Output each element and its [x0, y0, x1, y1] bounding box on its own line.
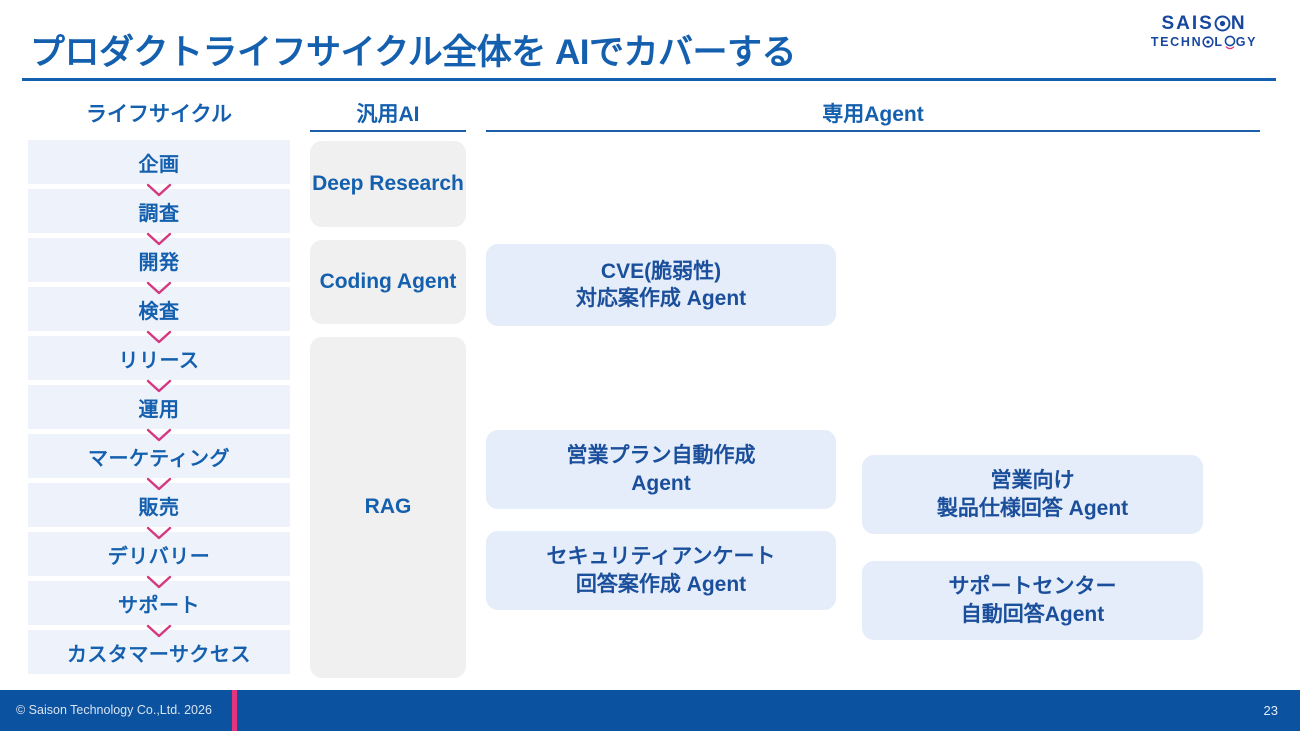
lifecycle-stage-kaihatsu: 開発 [28, 238, 290, 295]
logo-smile-o-icon [1224, 35, 1236, 50]
agent-card-label: セキュリティアンケート 回答案作成 Agent [546, 545, 776, 596]
logo-wordmark-primary: SAIS N [1138, 14, 1270, 34]
lifecycle-stage-label: 運用 [138, 398, 180, 421]
agent-card-security-survey: セキュリティアンケート 回答案作成 Agent [486, 531, 836, 610]
lifecycle-stage-kensa: 検査 [28, 287, 290, 344]
footer-page-number: 23 [1263, 703, 1278, 718]
lifecycle-stage-label: リリース [118, 349, 200, 372]
logo-ring-o-icon [1202, 36, 1214, 49]
agent-card-product-spec: 営業向け 製品仕様回答 Agent [862, 455, 1203, 534]
footer-copyright: © Saison Technology Co.,Ltd. 2026 [16, 703, 212, 717]
general-ai-label: Coding Agent [319, 269, 457, 293]
general-ai-box-deep-research: Deep Research [310, 141, 466, 227]
column-divider-general-ai [310, 130, 466, 132]
column-header-general-ai: 汎用AI [356, 103, 420, 126]
column-header-dedicated-agent: 専用Agent [822, 103, 924, 126]
lifecycle-stage-label: カスタマーサクセス [66, 643, 252, 666]
page-title: プロダクトライフサイクル全体を AIでカバーする [30, 33, 796, 72]
lifecycle-stage-kikaku: 企画 [28, 140, 290, 197]
lifecycle-stage-customer-success: カスタマーサクセス [28, 630, 290, 674]
agent-card-label: 営業プラン自動作成 Agent [566, 444, 756, 495]
lifecycle-stage-label: 企画 [138, 153, 180, 176]
lifecycle-stage-label: マーケティング [88, 447, 230, 470]
footer-accent-bar [232, 690, 237, 731]
lifecycle-stage-list: 企画 調査 開発 検査 リリース [28, 140, 290, 679]
slide-footer: © Saison Technology Co.,Ltd. 2026 23 [0, 690, 1300, 731]
general-ai-box-coding-agent: Coding Agent [310, 240, 466, 324]
logo-target-o-icon [1214, 15, 1231, 32]
lifecycle-stage-support: サポート [28, 581, 290, 638]
logo-text-sais: SAIS [1161, 13, 1214, 34]
lifecycle-stage-delivery: デリバリー [28, 532, 290, 589]
general-ai-label: RAG [364, 495, 412, 519]
agent-card-label: CVE(脆弱性) 対応案作成 Agent [575, 259, 747, 310]
lifecycle-stage-label: 販売 [138, 496, 180, 519]
lifecycle-stage-chosa: 調査 [28, 189, 290, 246]
logo-text-n: N [1230, 13, 1247, 34]
general-ai-label: Deep Research [312, 171, 464, 195]
logo-text-techn: TECHN [1150, 34, 1203, 49]
lifecycle-stage-release: リリース [28, 336, 290, 393]
lifecycle-stage-label: サポート [118, 594, 200, 617]
title-divider [22, 78, 1276, 81]
lifecycle-stage-label: 開発 [138, 251, 180, 274]
agent-card-sales-plan: 営業プラン自動作成 Agent [486, 430, 836, 509]
lifecycle-stage-hanbai: 販売 [28, 483, 290, 540]
column-divider-dedicated-agent [486, 130, 1260, 132]
agent-card-cve: CVE(脆弱性) 対応案作成 Agent [486, 244, 836, 326]
agent-card-support-center: サポートセンター 自動回答Agent [862, 561, 1203, 640]
logo-wordmark-secondary: TECHN L GY [1138, 35, 1270, 50]
agent-card-label: 営業向け 製品仕様回答 Agent [936, 469, 1129, 520]
agent-card-label: サポートセンター 自動回答Agent [948, 575, 1117, 626]
logo-text-l: L [1214, 34, 1224, 49]
lifecycle-stage-label: 調査 [138, 202, 180, 225]
lifecycle-stage-label: デリバリー [107, 545, 211, 568]
column-header-lifecycle: ライフサイクル [86, 103, 232, 126]
general-ai-box-rag: RAG [310, 337, 466, 678]
lifecycle-stage-unyo: 運用 [28, 385, 290, 442]
lifecycle-stage-marketing: マーケティング [28, 434, 290, 491]
logo-text-gy: GY [1235, 34, 1258, 49]
lifecycle-stage-label: 検査 [138, 300, 180, 323]
saison-technology-logo: SAIS N TECHN L [1138, 14, 1270, 50]
